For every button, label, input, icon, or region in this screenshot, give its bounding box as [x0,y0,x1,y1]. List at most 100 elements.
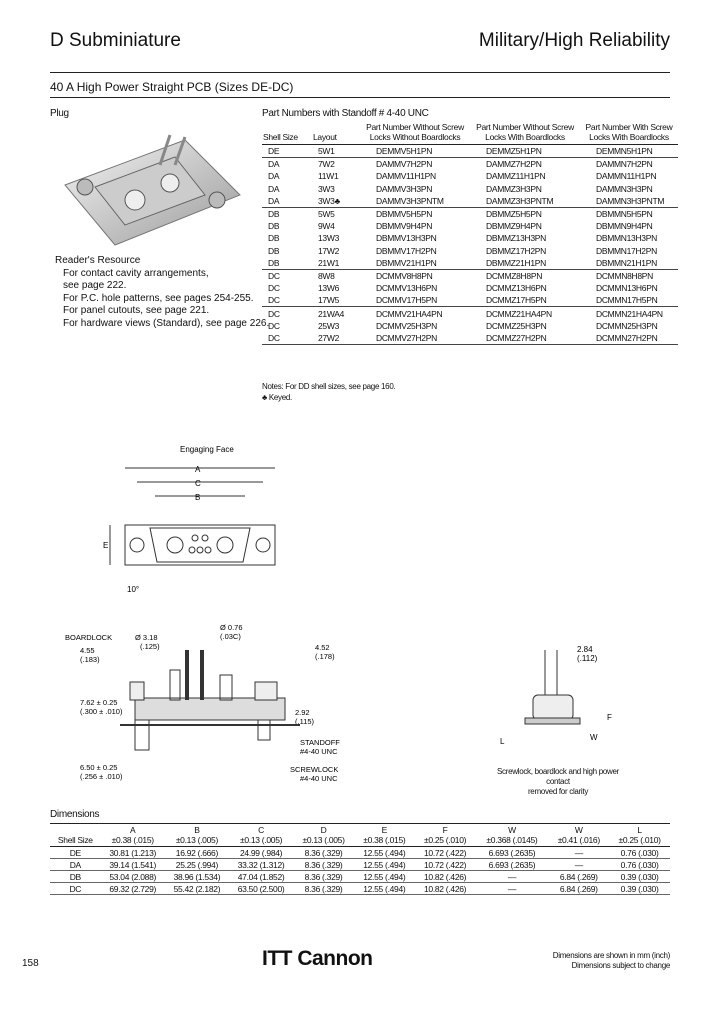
header-letter: W [574,825,583,835]
parts-table-title: Part Numbers with Standoff # 4-40 UNC [262,108,429,119]
dim-a: A [195,465,201,474]
dim-label: (.178) [315,652,335,661]
table-cell: DB [268,245,280,256]
table-cell: 5W1 [312,144,360,159]
table-cell: DCMMN17H5PN [580,294,678,308]
resource-line[interactable]: For panel cutouts, see page 221. [63,305,210,316]
table-cell: 6.84 (.269) [548,882,610,895]
table-cell: DAMMN7H2PN [596,159,653,170]
header-letter: C [258,825,265,835]
table-cell: DB [268,233,280,244]
resource-line[interactable]: For P.C. hole patterns, see pages 254-25… [63,292,254,304]
divider [50,72,670,73]
dim-label: (.183) [80,655,100,664]
resource-line[interactable]: For hardware views (Standard), see page … [63,317,270,329]
table-cell: DBMMV13H3PN [376,233,437,244]
dim-label: Ø 0.76 [220,623,243,632]
table-cell: DB [268,209,280,220]
table-cell: DB [262,256,312,270]
table-cell: — [475,882,549,895]
dimensions-title: Dimensions [50,809,100,820]
part-numbers-table: Shell Size Layout Part Number Without Sc… [262,122,678,345]
table-cell: DC [268,320,280,331]
table-cell: 10.72 (.422) [414,846,476,859]
label-standoff-thread: #4-40 UNC [300,747,338,756]
table-cell: 6.84 (.269) [548,870,610,883]
table-cell: DCMMZ13H6PN [486,283,547,294]
table-cell: 9W4 [318,221,335,232]
dim-e: E [103,541,108,550]
table-cell: 6.693 (.2635) [475,846,549,859]
col-layout: Layout [312,122,360,145]
dim-angle: 10° [127,585,139,594]
table-cell: DA [262,194,312,208]
resource-line[interactable]: For contact cavity arrangements, [63,267,209,279]
dim-label: (.115) [295,717,315,726]
table-cell: 30.81 (1.213) [100,846,165,859]
table-cell: DA [50,858,101,871]
dim-label: (.03C) [220,632,241,641]
table-cell: DBMMN5H5PN [596,209,653,220]
table-cell: DCMMV25H3PN [376,320,437,331]
dimension-header: C±0.13 (.005) [229,823,294,847]
table-cell: DCMMZ17H5PN [470,294,580,308]
table-cell: DB [50,870,101,883]
table-cell: DCMMN8H8PN [596,270,653,281]
header-letter: Shell Size [57,835,93,845]
col-pn-1: Part Number Without Screw Locks Without … [360,122,470,145]
dim-b: B [195,493,200,502]
table-cell: DC [262,294,312,308]
table-cell: DBMMZ13H3PN [486,233,546,244]
dimension-header: A±0.38 (.015) [100,823,165,847]
resource-line[interactable]: see page 222. [63,280,127,291]
dim-label: 4.55 [80,646,95,655]
header-tolerance: ±0.13 (.005) [240,835,283,845]
table-cell: DBMMZ9H4PN [486,221,542,232]
table-cell: DC [268,270,280,281]
table-cell: 33.32 (1.312) [229,858,294,871]
table-cell: DE [262,144,312,159]
dimension-header: Shell Size [50,823,101,847]
table-cell: DBMMV5H5PN [376,209,433,220]
col-pn-3: Part Number With Screw Locks With Boardl… [580,122,678,145]
dim-label: (.125) [140,642,160,651]
table-cell: 17W5 [312,294,360,308]
divider [50,97,670,98]
dim-label: (.112) [577,654,598,663]
table-cell: 12.55 (.494) [353,870,415,883]
table-cell: DC [268,283,280,294]
table-cell: 12.55 (.494) [353,858,415,871]
table-cell: 3W3 [318,183,335,194]
table-cell: 25W3 [318,320,340,331]
table-cell: DAMMV3H3PNTM [360,194,470,208]
table-cell: 39.14 (1.541) [100,858,165,871]
footer-note: Dimensions subject to change [571,961,671,970]
header-tolerance: ±0.41 (.016) [557,835,600,845]
header-tolerance: ±0.38 (.015) [363,835,406,845]
header-category: D Subminiature [50,30,181,51]
table-cell: DBMMZ21H1PN [470,256,580,270]
table-cell: 8.36 (.329) [293,882,354,895]
table-cell: DBMMV17H2PN [376,245,437,256]
table-cell: DAMMZ3H3PN [486,183,542,194]
table-cell: DCMMZ8H8PN [486,270,543,281]
header-tolerance: ±0.25 (.010) [618,835,661,845]
dimension-header: D±0.13 (.005) [293,823,354,847]
resource-title: Reader's Resource [55,255,141,266]
header-subcategory: Military/High Reliability [478,30,670,51]
dimension-header: L±0.25 (.010) [609,823,670,847]
table-cell: DAMMN3H3PN [596,183,653,194]
table-cell: DCMMZ21HA4PN [486,308,552,319]
